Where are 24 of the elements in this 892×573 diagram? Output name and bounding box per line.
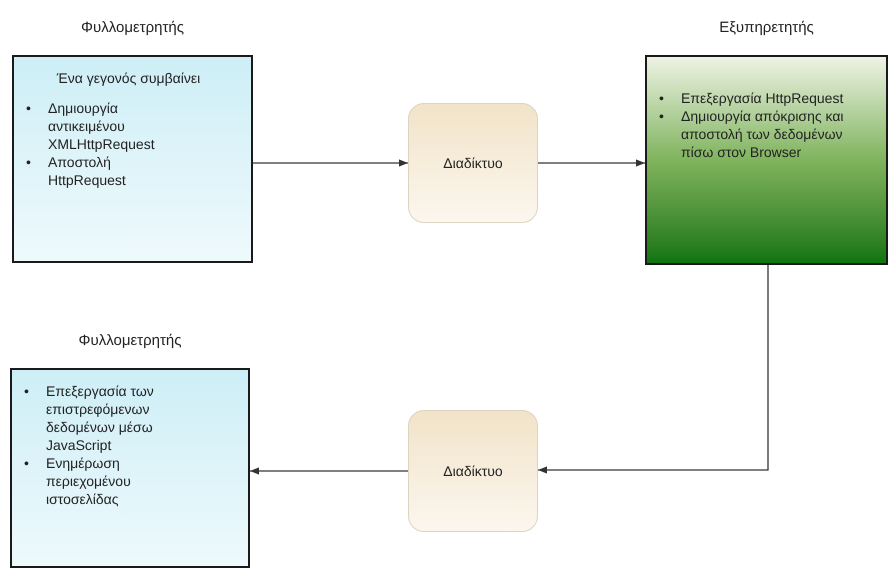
bullet-marker: •	[23, 382, 30, 401]
internet-box	[408, 103, 538, 223]
node-heading: Εξυπηρετητής	[718, 18, 815, 38]
node-text: Διαδίκτυο	[443, 462, 503, 480]
arrow	[253, 159, 408, 167]
arrow	[538, 265, 769, 474]
bullet-text: Ενημέρωση περιεχομένου ιστοσελίδας	[46, 454, 132, 508]
arrow	[538, 159, 645, 167]
bullet-marker: •	[658, 107, 665, 126]
node-text: Διαδίκτυο	[443, 154, 503, 172]
node-heading: Φυλλομετρητής	[78, 331, 182, 351]
bullet-text: Δημιουργία απόκρισης και αποστολή των δεδομένων πίσω στον Browser	[681, 107, 845, 161]
arrow	[250, 467, 408, 475]
bullet-marker: •	[25, 99, 32, 118]
bullet-text: Επεξεργασία των επιστρεφόμενων δεδομένων μέσω JavaScript	[46, 382, 155, 454]
bullet-text: Επεξεργασία HttpRequest	[681, 89, 844, 107]
bullet-marker: •	[25, 153, 32, 172]
internet-box	[408, 410, 538, 532]
bullet-marker: •	[658, 89, 665, 107]
node-text: Ένα γεγονός συμβαίνει	[56, 69, 202, 87]
node-heading: Φυλλομετρητής	[80, 18, 185, 38]
bullet-text: Αποστολή HttpRequest	[48, 153, 127, 189]
bullet-marker: •	[23, 454, 30, 473]
bullet-text: Δημιουργία αντικειμένου XMLHttpRequest	[48, 99, 156, 153]
